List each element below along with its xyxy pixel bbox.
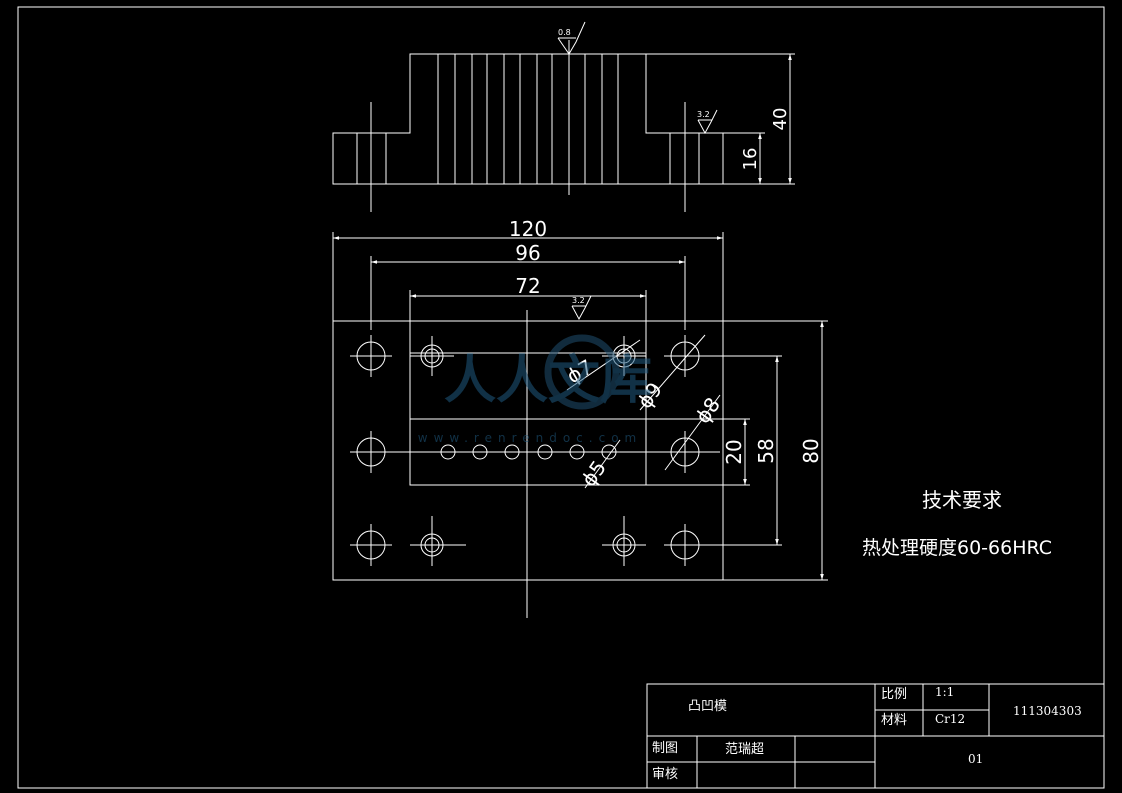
roughness-plan-value: 3.2 (572, 296, 585, 305)
scale-value: 1:1 (935, 685, 954, 699)
pin-hole-bottom-right (602, 516, 646, 566)
roughness-symbol-top: 0.8 (557, 21, 586, 55)
dim-height-inner: 20 (722, 439, 746, 464)
large-hole-bottom-right (664, 524, 706, 566)
material-value: Cr12 (935, 712, 965, 726)
pin-hole-bottom-left (410, 516, 466, 566)
plan-view: 120 96 72 3.2 80 58 20 (332, 217, 828, 618)
drawing-number: 111304303 (1013, 704, 1082, 718)
section-view: 40 16 0.8 3.2 (332, 21, 795, 212)
part-name: 凸凹模 (688, 699, 727, 714)
roughness-right-value: 3.2 (697, 110, 710, 119)
pierce-hole-row (440, 444, 617, 460)
dia-large-hole-label: ϕ8 (690, 393, 725, 428)
watermark-url: www.renrendoc.com (418, 431, 642, 445)
large-hole-top-right (664, 335, 706, 377)
watermark-text: 人人文库 (444, 351, 652, 411)
large-hole-mid-left (356, 431, 386, 473)
drawn-by: 范瑞超 (725, 742, 764, 757)
dim-width-holes: 96 (515, 241, 540, 265)
dim-height-flange: 16 (740, 148, 761, 171)
large-hole-mid-right (670, 431, 700, 473)
roughness-top-value: 0.8 (558, 28, 571, 37)
drawn-label: 制图 (652, 741, 678, 756)
watermark: 人人文库 www.renrendoc.com (418, 334, 652, 445)
plan-outline (332, 320, 724, 581)
roughness-symbol-right: 3.2 (697, 109, 718, 135)
material-label: 材料 (881, 713, 907, 728)
dim-height-outer: 80 (799, 438, 823, 463)
dim-height-total: 40 (770, 108, 791, 131)
tech-requirements: 技术要求 热处理硬度60-66HRC (862, 488, 1052, 559)
sheet-number: 01 (968, 752, 983, 766)
dim-height-holes: 58 (754, 438, 778, 463)
scale-label: 比例 (881, 687, 907, 702)
sheet-border (17, 6, 1105, 789)
large-hole-bottom-left (350, 524, 392, 566)
title-block: 凸凹模 比例 1:1 材料 Cr12 111304303 制图 范瑞超 审核 0… (646, 683, 1105, 789)
checked-label: 审核 (652, 767, 678, 782)
tech-requirements-title: 技术要求 (922, 488, 1002, 512)
tech-requirements-line1: 热处理硬度60-66HRC (862, 537, 1052, 559)
roughness-symbol-plan: 3.2 (571, 295, 592, 321)
dim-width-inner: 72 (515, 274, 540, 298)
pin-hole-top-left (410, 336, 454, 376)
large-hole-top-left (350, 335, 392, 377)
section-hatching (332, 53, 724, 185)
dia-pierce-hole-label: ϕ5 (576, 456, 611, 491)
dim-width-outer: 120 (509, 217, 547, 241)
